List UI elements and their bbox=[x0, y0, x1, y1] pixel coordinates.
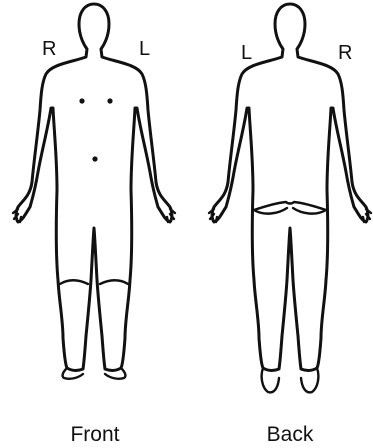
back-side-label-right: R bbox=[338, 43, 352, 63]
front-left-nipple bbox=[79, 98, 84, 103]
back-side-label-left: L bbox=[241, 43, 252, 63]
front-right-nipple bbox=[107, 98, 112, 103]
front-figure bbox=[13, 4, 175, 379]
front-navel bbox=[92, 156, 97, 161]
back-caption: Back bbox=[245, 424, 335, 446]
front-caption: Front bbox=[50, 424, 140, 446]
front-side-label-left: R bbox=[42, 39, 56, 59]
front-side-label-right: L bbox=[139, 39, 150, 59]
